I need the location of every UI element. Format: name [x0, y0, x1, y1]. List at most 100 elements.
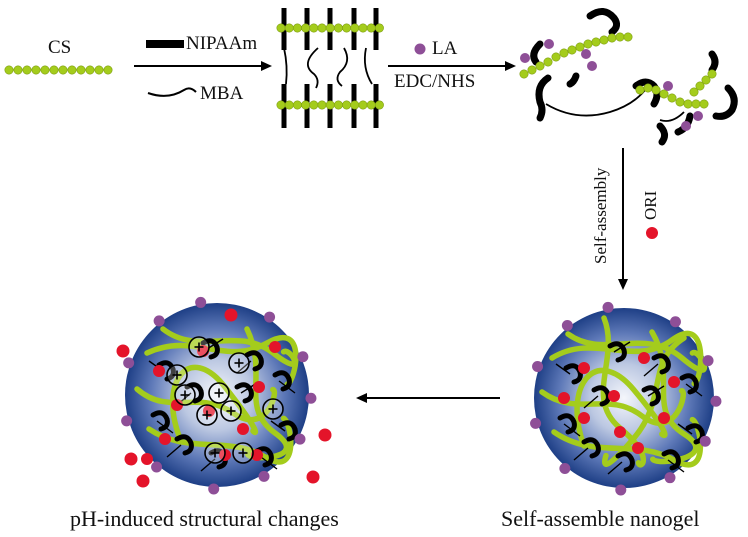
ori-legend-dot [646, 227, 658, 239]
chitosan-strand [144, 334, 299, 387]
chitosan-bead [13, 65, 23, 75]
ori-dot [203, 405, 215, 417]
mba-crosslink [677, 423, 693, 435]
chitosan-bead [527, 65, 537, 75]
chitosan-bead [342, 23, 352, 33]
arrow-reaction-1 [134, 61, 272, 71]
mba-crosslink [573, 447, 589, 461]
la-legend-dot [414, 43, 426, 55]
la-dot [710, 395, 722, 407]
ori-dot [136, 474, 150, 488]
swollen-nanogel [116, 296, 332, 495]
ori-dot [237, 423, 249, 435]
ori-label: ORI [641, 190, 660, 220]
self-assembled-nanogel [530, 301, 722, 496]
pnipaam-chain [566, 72, 580, 88]
plus-charge-icon [262, 398, 284, 420]
mba-label: MBA [200, 83, 244, 104]
chitosan-strand [244, 326, 289, 461]
ori-dot [141, 453, 153, 465]
la-dot [559, 462, 571, 474]
la-dot [544, 39, 554, 49]
chitosan-bead [49, 65, 59, 75]
la-dot [294, 433, 306, 445]
mba-crosslink [659, 111, 685, 122]
pnipaam-chain [586, 8, 621, 36]
ori-dot [668, 376, 680, 388]
mba-crosslink [583, 395, 599, 409]
la-dot [153, 315, 165, 327]
la-dot [602, 301, 614, 313]
mba-crosslink [260, 456, 278, 470]
chitosan-chain [4, 65, 113, 75]
chitosan-bead [374, 100, 384, 110]
chitosan-bead [607, 33, 617, 43]
mba-linker-icon [147, 87, 197, 97]
plus-charge-icon [166, 364, 188, 386]
ori-dot [318, 428, 332, 442]
chitosan-bead [103, 65, 113, 75]
chitosan-bead [22, 65, 32, 75]
la-dot [297, 351, 309, 363]
la-conjugated-polymer [519, 8, 738, 146]
chitosan-bead [651, 85, 661, 95]
ori-dot [124, 452, 138, 466]
la-dot [615, 484, 627, 496]
plus-charge-icon [208, 382, 230, 404]
mba-crosslink [270, 420, 286, 432]
la-dot [530, 417, 542, 429]
mba-crosslink [545, 85, 649, 117]
chitosan-bead [276, 100, 286, 110]
la-dot [669, 316, 681, 328]
pnipaam-chain [581, 437, 601, 459]
mba-crosslink [563, 423, 581, 437]
nanogel-caption: Self-assemble nanogel [501, 506, 700, 531]
pnipaam-chain [708, 50, 719, 74]
la-dot [702, 355, 714, 367]
chitosan-strand [549, 330, 704, 387]
pnipaam-chain [184, 382, 204, 404]
chitosan-bead [40, 65, 50, 75]
la-dot [664, 472, 676, 484]
ori-dot [116, 344, 130, 358]
plus-charge-icon [228, 352, 250, 374]
la-dot [681, 121, 691, 131]
chitosan-bead [691, 99, 701, 109]
chitosan-bead [635, 85, 645, 95]
chitosan-bead [94, 65, 104, 75]
chitosan-bead [599, 35, 609, 45]
chitosan-bead [623, 32, 633, 42]
chitosan-strand [134, 386, 278, 423]
ori-dot [578, 362, 590, 374]
la-dot [581, 49, 591, 59]
ori-dot [558, 392, 570, 404]
plus-charge-icon [196, 404, 218, 426]
chitosan-bead [292, 23, 302, 33]
chitosan-bead [342, 100, 352, 110]
la-dot [520, 53, 530, 63]
chitosan-bead [559, 48, 569, 58]
chitosan-bead [567, 45, 577, 55]
plus-charge-icon [174, 384, 196, 406]
pnipaam-chain [156, 360, 176, 382]
pnipaam-chain [174, 434, 194, 456]
chitosan-bead [707, 69, 717, 79]
mba-crosslink [613, 341, 631, 353]
la-dot [699, 435, 711, 447]
chitosan-bead [358, 23, 368, 33]
pnipaam-chain [712, 84, 738, 120]
la-dot [663, 81, 673, 91]
chitosan-bead [317, 100, 327, 110]
chitosan-bead [301, 100, 311, 110]
pnipaam-chain [656, 122, 669, 146]
chitosan-bead [58, 65, 68, 75]
chitosan-bead [85, 65, 95, 75]
ori-dot [638, 352, 650, 364]
chitosan-bead [683, 99, 693, 109]
mba-crosslink [667, 459, 685, 473]
chitosan-bead [309, 100, 319, 110]
chitosan-bead [333, 23, 343, 33]
chitosan-bead [675, 97, 685, 107]
chitosan-bead [284, 100, 294, 110]
cs-label: CS [48, 37, 72, 58]
